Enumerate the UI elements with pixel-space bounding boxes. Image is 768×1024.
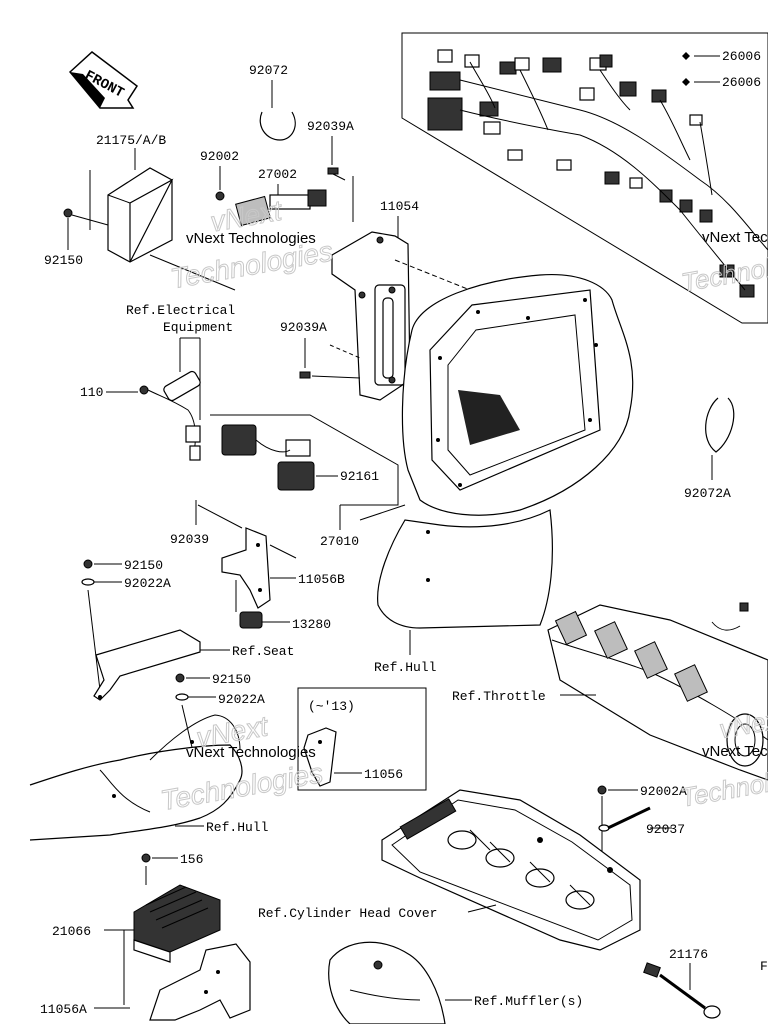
label-21176: 21176 — [669, 947, 708, 962]
label-ref-cylinder: Ref.Cylinder Head Cover — [258, 906, 437, 921]
label-92039A-mid: 92039A — [280, 320, 327, 335]
label-110: 110 — [80, 385, 103, 400]
label-11056B: 11056B — [298, 572, 345, 587]
label-92072: 92072 — [249, 63, 288, 78]
bracket-11056A — [149, 943, 251, 1021]
label-92150-left: 92150 — [44, 253, 83, 268]
front-arrow-icon: FRONT — [68, 51, 139, 109]
relay-92161 — [221, 424, 315, 491]
label-92150-b: 92150 — [124, 558, 163, 573]
throttle-body — [547, 602, 768, 781]
hull-lower — [377, 509, 553, 629]
label-92150-c: 92150 — [212, 672, 251, 687]
label-27002: 27002 — [258, 167, 297, 182]
hull-upper — [401, 273, 634, 516]
label-27010: 27010 — [320, 534, 359, 549]
label-ref-hull-2: Ref.Hull — [206, 820, 269, 835]
label-ref-hull-1: Ref.Hull — [374, 660, 437, 675]
label-year-note: (~'13) — [308, 699, 355, 714]
label-11054: 11054 — [380, 199, 419, 214]
relay-27002 — [235, 189, 327, 227]
regulator-21066 — [133, 884, 221, 963]
cable-tie-icon — [682, 78, 690, 86]
label-ref-seat: Ref.Seat — [232, 644, 294, 659]
svg-text:vNext Technologies: vNext Technologies — [702, 229, 768, 246]
label-92037: 92037 — [646, 822, 685, 837]
label-21175: 21175/A/B — [96, 133, 166, 148]
label-13280: 13280 — [292, 617, 331, 632]
label-26006-b: 26006 — [722, 75, 761, 90]
svg-text:vNext Technologies: vNext Technologies — [702, 743, 768, 760]
label-ref-electrical-2: Equipment — [163, 320, 233, 335]
bracket-11056 — [303, 727, 337, 787]
svg-text:vNext Technologies: vNext Technologies — [186, 230, 316, 247]
seat-bracket — [93, 629, 201, 701]
label-11056A: 11056A — [40, 1002, 87, 1017]
svg-text:Technologies: Technologies — [679, 242, 768, 298]
label-92022A-b: 92022A — [124, 576, 171, 591]
label-11056: 11056 — [364, 767, 403, 782]
sensor-21176 — [643, 962, 721, 1019]
label-92002: 92002 — [200, 149, 239, 164]
label-92072A: 92072A — [684, 486, 731, 501]
bracket-11056B — [221, 527, 271, 609]
hull-left — [29, 714, 243, 841]
label-ref-throttle: Ref.Throttle — [452, 689, 546, 704]
label-ref-muffler: Ref.Muffler(s) — [474, 994, 583, 1009]
bracket-11054 — [331, 231, 411, 401]
muffler-ref — [328, 941, 446, 1024]
label-92039: 92039 — [170, 532, 209, 547]
cylinder-head-cover — [381, 789, 641, 951]
wiring-harness-frame — [401, 32, 768, 324]
label-26006-a: 26006 — [722, 49, 761, 64]
cable-tie-icon — [682, 52, 690, 60]
label-92161: 92161 — [340, 469, 379, 484]
label-21066: 21066 — [52, 924, 91, 939]
label-92039A-top: 92039A — [307, 119, 354, 134]
year-note-box — [297, 687, 427, 791]
label-92022A-c: 92022A — [218, 692, 265, 707]
watermark: vNext Technologies Technologies vNext vN… — [158, 194, 768, 817]
fuse-holder — [147, 370, 201, 461]
label-92002A: 92002A — [640, 784, 687, 799]
label-ref-electrical-1: Ref.Electrical — [126, 303, 235, 318]
svg-text:vNext Technologies: vNext Technologies — [186, 744, 316, 761]
label-edge-F: F — [760, 959, 768, 974]
clamp-13280 — [239, 611, 263, 629]
label-156: 156 — [180, 852, 203, 867]
